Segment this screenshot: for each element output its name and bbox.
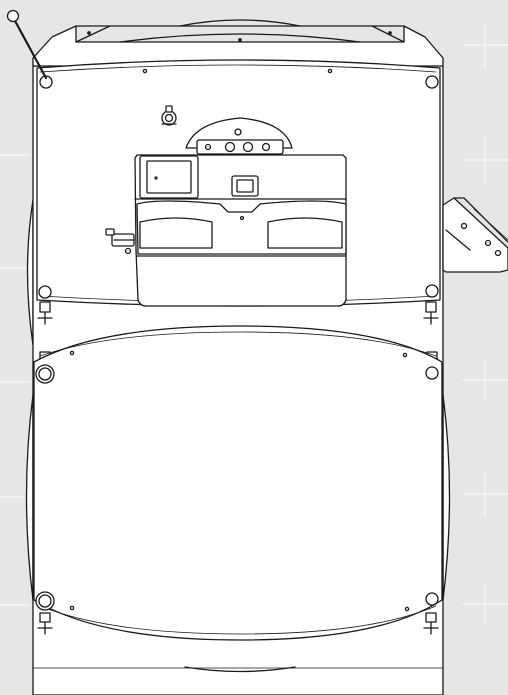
cabinet-base-curve	[184, 666, 296, 673]
pressure-gauge	[161, 105, 177, 126]
fitting-icon	[242, 141, 254, 153]
flange-bolt-icon	[234, 128, 242, 136]
top-trim-inner-right	[371, 25, 405, 43]
left-side-bulge	[26, 199, 34, 346]
burner-side-valve	[105, 228, 135, 255]
burner-front-cover	[136, 200, 347, 255]
bolt-bracket-left-top	[37, 301, 53, 325]
hinge-bolt-inner	[38, 594, 52, 608]
bracket-bolt-icon	[484, 239, 492, 247]
lever-knob-icon	[6, 9, 20, 23]
control-panel-screen	[146, 160, 192, 194]
hinge-bolt-icon	[425, 284, 439, 298]
inspection-window-glass	[236, 179, 254, 193]
bracket-bolt-icon	[494, 249, 502, 257]
top-screw-icon	[388, 31, 392, 35]
bolt-bracket-right-bottom	[423, 612, 439, 635]
hinge-bolt-icon	[425, 75, 439, 89]
bottom-door-lower-edge	[39, 605, 437, 635]
burner-top-block	[196, 139, 284, 155]
door-screw-icon	[327, 68, 333, 74]
cleaning-lever	[6, 9, 48, 80]
bracket-bolt-icon	[460, 222, 468, 230]
hinge-bolt-icon	[425, 592, 439, 606]
door-screw-icon	[69, 350, 75, 356]
top-screw-icon	[87, 31, 91, 35]
cover-center-screw-icon	[239, 215, 245, 221]
top-trim-inner-left	[75, 25, 111, 43]
bolt-bracket-left-bottom	[37, 612, 53, 635]
top-plate-curve	[119, 33, 361, 43]
hinge-bolt-icon	[38, 285, 52, 299]
right-side-bulge-lower	[442, 394, 451, 601]
cover-left-panel	[139, 217, 213, 249]
fitting-icon	[261, 142, 271, 152]
hinge-bolt-icon	[425, 366, 439, 380]
fitting-icon	[224, 141, 236, 153]
side-bracket	[442, 197, 508, 273]
hinge-bolt-inner	[38, 367, 52, 381]
bottom-door	[33, 325, 443, 641]
top-screw-icon	[238, 38, 242, 42]
top-rear-curve	[179, 19, 301, 27]
top-door-inner-edge	[39, 64, 437, 73]
fitting-icon	[204, 143, 212, 151]
door-screw-icon	[142, 68, 148, 74]
bottom-door-inner-edge	[39, 331, 437, 357]
door-screw-icon	[404, 606, 410, 612]
control-panel-screw-icon	[154, 176, 158, 180]
door-screw-icon	[69, 605, 75, 611]
door-screw-icon	[402, 352, 408, 358]
cover-right-panel	[267, 217, 343, 249]
bolt-bracket-right-top	[423, 301, 439, 325]
background-grid	[0, 22, 508, 626]
left-side-bulge-lower	[25, 394, 34, 601]
